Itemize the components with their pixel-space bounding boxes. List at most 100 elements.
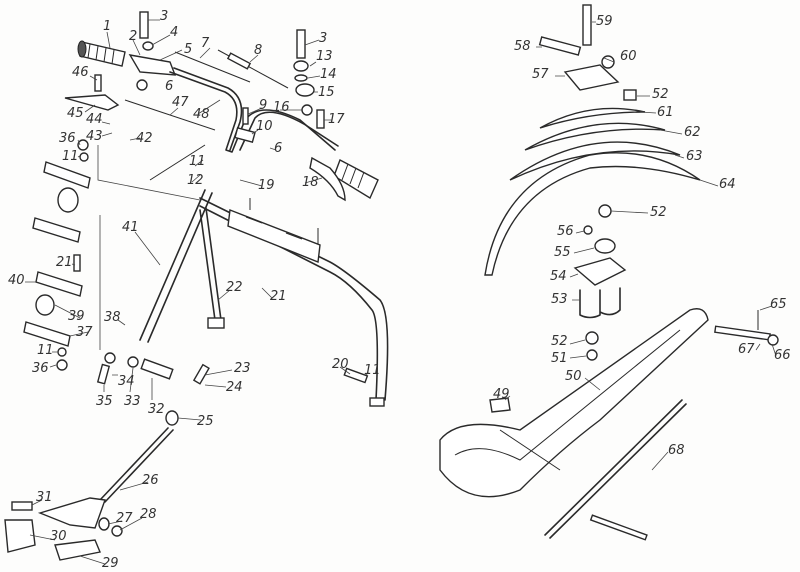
part-label: 15 [318, 85, 335, 100]
part-label: 10 [256, 119, 273, 134]
bolt-3-left [139, 11, 149, 39]
part-label: 11 [37, 343, 54, 358]
part-label: 6 [165, 79, 173, 94]
washer-66 [767, 334, 779, 346]
part-label: 5 [184, 42, 192, 57]
part-label: 18 [302, 175, 319, 190]
part-label: 2 [129, 29, 137, 44]
frame-foot [369, 397, 385, 407]
part-label: 59 [596, 14, 613, 29]
right-lever-18 [309, 156, 346, 202]
part-label: 11 [189, 154, 206, 169]
part-label: 36 [59, 131, 76, 146]
part-label: 35 [96, 394, 113, 409]
part-label: 49 [493, 387, 510, 402]
part-label: 31 [36, 490, 53, 505]
part-label: 6 [274, 141, 282, 156]
nut-28 [111, 525, 123, 537]
part-label: 53 [551, 292, 568, 307]
part-label: 52 [650, 205, 667, 220]
part-label: 57 [532, 67, 549, 82]
bracket-54 [573, 257, 627, 286]
bracket-57 [563, 64, 620, 91]
part-label: 56 [557, 224, 574, 239]
part-label: 7 [201, 36, 210, 51]
part-label: 52 [551, 334, 568, 349]
leader-lines [25, 19, 777, 565]
part-label: 58 [514, 39, 531, 54]
part-label: 32 [148, 402, 165, 417]
part-label: 47 [172, 95, 189, 110]
part-label: 19 [258, 178, 275, 193]
nut-60 [601, 55, 615, 69]
bushing-4 [142, 41, 154, 51]
leaf-springs [484, 107, 701, 276]
ski-50 [439, 308, 709, 498]
part-label: 66 [774, 348, 791, 363]
right-grip [333, 159, 379, 200]
part-label: 40 [8, 273, 25, 288]
part-label: 8 [254, 43, 262, 58]
part-label: 30 [50, 529, 67, 544]
part-label: 63 [686, 149, 703, 164]
part-label: 13 [316, 49, 333, 64]
part-label: 54 [550, 269, 567, 284]
washer-27 [98, 517, 110, 531]
left-grip [77, 40, 126, 67]
strut-foot [207, 317, 225, 329]
part-label: 27 [116, 511, 133, 526]
seat-bracket-detail [245, 198, 319, 244]
u-bolt-53 [579, 287, 621, 319]
bolt-20 [343, 367, 369, 384]
part-label: 55 [554, 245, 571, 260]
cable-8-sleeve [226, 52, 252, 70]
washer-56 [583, 225, 593, 235]
nut-52 [585, 331, 599, 345]
handlebar-edge [239, 111, 339, 151]
part-label: 44 [86, 112, 103, 127]
ski-detail [454, 329, 681, 471]
part-label: 1 [103, 19, 111, 34]
part-label: 37 [76, 325, 93, 340]
part-label: 9 [259, 98, 267, 113]
bushing-55 [594, 238, 616, 254]
assembly-bracket-line [97, 145, 201, 350]
part-label: 4 [170, 25, 178, 40]
part-label: 14 [320, 67, 337, 82]
bolt-46 [94, 74, 102, 92]
frame-rail [199, 197, 389, 401]
bolt-31 [11, 501, 33, 511]
plate-30 [4, 519, 36, 553]
part-label: 25 [197, 414, 214, 429]
nut-52 [598, 204, 612, 218]
part-label: 20 [332, 357, 349, 372]
right-stack [242, 29, 325, 129]
part-label: 50 [565, 369, 582, 384]
clamp-10 [234, 126, 256, 144]
part-label: 16 [273, 100, 290, 115]
part-label: 62 [684, 125, 701, 140]
seat-bracket [227, 209, 321, 263]
part-label: 61 [657, 105, 674, 120]
part-label: 41 [122, 220, 139, 235]
part-label: 51 [551, 351, 568, 366]
nut-6 [136, 79, 148, 91]
part-label: 64 [719, 177, 736, 192]
part-label: 21 [270, 289, 287, 304]
washer-51 [586, 349, 598, 361]
part-label: 11 [62, 149, 79, 164]
part-label: 28 [140, 507, 157, 522]
part-label: 23 [234, 361, 251, 376]
part-label: 52 [652, 87, 669, 102]
part-label: 33 [124, 394, 141, 409]
part-label: 65 [770, 297, 787, 312]
part-label: 46 [72, 65, 89, 80]
part-label: 43 [86, 129, 103, 144]
part-label: 26 [142, 473, 159, 488]
part-label: 67 [738, 342, 755, 357]
fork-26 [37, 497, 106, 529]
part-label: 21 [56, 255, 73, 270]
cable-7 [174, 51, 251, 83]
